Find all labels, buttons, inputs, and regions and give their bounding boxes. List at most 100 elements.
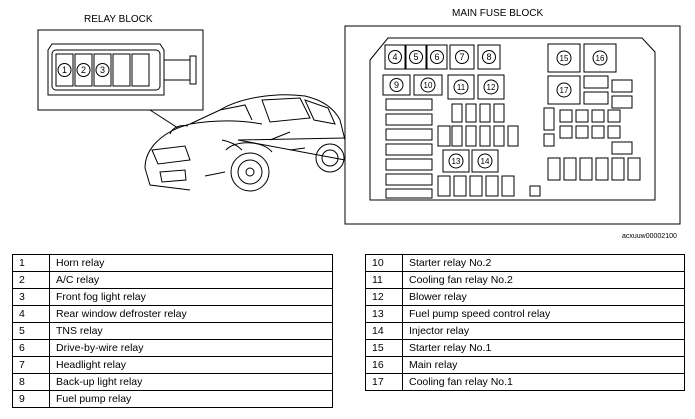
legend-relay-name: Drive-by-wire relay	[49, 339, 333, 357]
legend-number: 13	[365, 305, 403, 323]
main-fuse-block-frame	[344, 25, 681, 225]
callout-7: 7	[455, 50, 469, 64]
legend-number: 12	[365, 288, 403, 306]
callout-5: 5	[409, 50, 423, 64]
callout-label: 4	[392, 52, 397, 62]
legend-relay-name: Starter relay No.2	[402, 254, 685, 272]
callout-14: 14	[477, 153, 493, 169]
legend-number: 1	[12, 254, 50, 272]
callout-label: 10	[424, 81, 433, 90]
legend-relay-name: Back-up light relay	[49, 373, 333, 391]
legend-number: 15	[365, 339, 403, 357]
callout-16: 16	[592, 50, 608, 66]
relay-block-leader	[149, 109, 179, 129]
callout-label: 6	[434, 52, 439, 62]
legend-relay-name: A/C relay	[49, 271, 333, 289]
callout-6: 6	[430, 50, 444, 64]
relay-slot-empty	[131, 53, 150, 87]
callout-label: 17	[560, 86, 569, 95]
legend-number: 7	[12, 356, 50, 374]
legend-relay-name: Horn relay	[49, 254, 333, 272]
callout-label: 13	[452, 157, 461, 166]
callout-label: 2	[81, 65, 86, 75]
legend-relay-name: TNS relay	[49, 322, 333, 340]
callout-4: 4	[388, 50, 402, 64]
callout-13: 13	[448, 153, 464, 169]
legend-number: 14	[365, 322, 403, 340]
relay-block-housing	[47, 43, 165, 96]
legend-relay-name: Starter relay No.1	[402, 339, 685, 357]
relay-slot-empty	[112, 53, 131, 87]
callout-label: 7	[459, 52, 464, 62]
legend-relay-name: Fuel pump relay	[49, 390, 333, 408]
relay-diagram: 1 2 3 4 5 6 7 8 9 10 11 12 13 14 15 16 1…	[37, 25, 681, 225]
legend-relay-name: Headlight relay	[49, 356, 333, 374]
legend-relay-name: Front fog light relay	[49, 288, 333, 306]
legend-number: 17	[365, 373, 403, 391]
legend-relay-name: Fuel pump speed control relay	[402, 305, 685, 323]
legend-number: 6	[12, 339, 50, 357]
legend-relay-name: Injector relay	[402, 322, 685, 340]
callout-label: 11	[457, 83, 466, 92]
relay-cell-6	[426, 44, 448, 70]
callout-17: 17	[556, 82, 572, 98]
relay-block-title: RELAY BLOCK	[84, 14, 153, 25]
relay-cell-13	[442, 149, 470, 173]
legend-relay-name: Cooling fan relay No.1	[402, 373, 685, 391]
legend-number: 8	[12, 373, 50, 391]
callout-label: 12	[487, 83, 496, 92]
relay-cell-7	[449, 44, 475, 70]
relay-cell-12	[477, 74, 505, 100]
main-fuse-block-title: MAIN FUSE BLOCK	[452, 8, 544, 19]
legend-number: 10	[365, 254, 403, 272]
relay-cell-17	[547, 75, 581, 105]
relay-cell-11	[447, 74, 475, 100]
callout-label: 9	[394, 80, 399, 90]
car-illustration	[144, 94, 346, 192]
relay-cell-10	[413, 74, 443, 96]
callout-label: 16	[596, 54, 605, 63]
relay-slot-1	[55, 53, 74, 87]
callout-label: 3	[100, 65, 105, 75]
callout-11: 11	[453, 79, 469, 95]
callout-1: 1	[57, 63, 72, 77]
callout-9: 9	[389, 78, 404, 92]
legend-number: 5	[12, 322, 50, 340]
relay-slot-2	[74, 53, 93, 87]
relay-cell-15	[547, 43, 581, 73]
callout-label: 14	[481, 157, 490, 166]
callout-label: 8	[486, 52, 491, 62]
relay-cell-8	[477, 44, 501, 70]
legend-relay-name: Cooling fan relay No.2	[402, 271, 685, 289]
callout-label: 1	[62, 65, 67, 75]
legend-relay-name: Main relay	[402, 356, 685, 374]
callout-8: 8	[482, 50, 496, 64]
relay-cell-16	[583, 43, 617, 73]
legend-relay-name: Rear window defroster relay	[49, 305, 333, 323]
legend-number: 11	[365, 271, 403, 289]
legend-relay-name: Blower relay	[402, 288, 685, 306]
callout-2: 2	[76, 63, 91, 77]
callout-12: 12	[483, 79, 499, 95]
figure-reference-code: acxuuw00002100	[622, 233, 677, 240]
relay-cell-4	[384, 44, 406, 70]
